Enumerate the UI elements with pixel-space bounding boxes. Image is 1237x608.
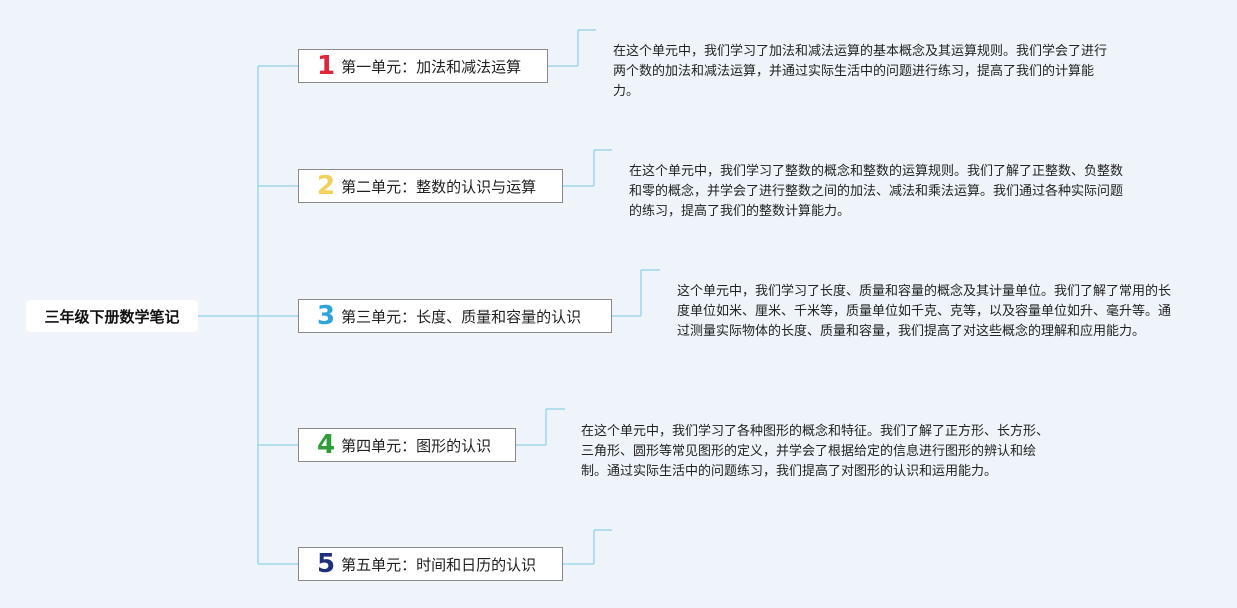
number-5-icon: 5 (317, 549, 336, 579)
unit-note-4: 在这个单元中，我们学习了各种图形的概念和特征。我们了解了正方形、长方形、三角形、… (581, 424, 1050, 479)
unit-node-4[interactable]: 4 第四单元：图形的认识 (298, 428, 516, 462)
number-1-icon: 1 (317, 51, 336, 81)
unit-node-3[interactable]: 3 第三单元：长度、质量和容量的认识 (298, 299, 612, 333)
unit-title-5: 第五单元：时间和日历的认识 (341, 555, 537, 574)
unit-note-3: 这个单元中，我们学习了长度、质量和容量的概念及其计量单位。我们了解了常用的长度单… (677, 284, 1172, 339)
root-node[interactable]: 三年级下册数学笔记 (26, 300, 198, 332)
number-2-icon: 2 (317, 171, 336, 201)
unit-note-2: 在这个单元中，我们学习了整数的概念和整数的运算规则。我们了解了正整数、负整数和零… (629, 164, 1124, 219)
unit-node-5[interactable]: 5 第五单元：时间和日历的认识 (298, 547, 563, 581)
unit-title-1: 第一单元：加法和减法运算 (341, 57, 522, 76)
number-4-icon: 4 (317, 430, 336, 460)
unit-node-2[interactable]: 2 第二单元：整数的认识与运算 (298, 169, 563, 203)
number-3-icon: 3 (317, 301, 336, 331)
unit-title-2: 第二单元：整数的认识与运算 (341, 177, 537, 196)
unit-title-4: 第四单元：图形的认识 (341, 436, 492, 455)
unit-note-1: 在这个单元中，我们学习了加法和减法运算的基本概念及其运算规则。我们学会了进行两个… (613, 44, 1108, 99)
unit-node-1[interactable]: 1 第一单元：加法和减法运算 (298, 49, 548, 83)
unit-title-3: 第三单元：长度、质量和容量的认识 (341, 307, 582, 326)
root-title: 三年级下册数学笔记 (44, 307, 180, 326)
